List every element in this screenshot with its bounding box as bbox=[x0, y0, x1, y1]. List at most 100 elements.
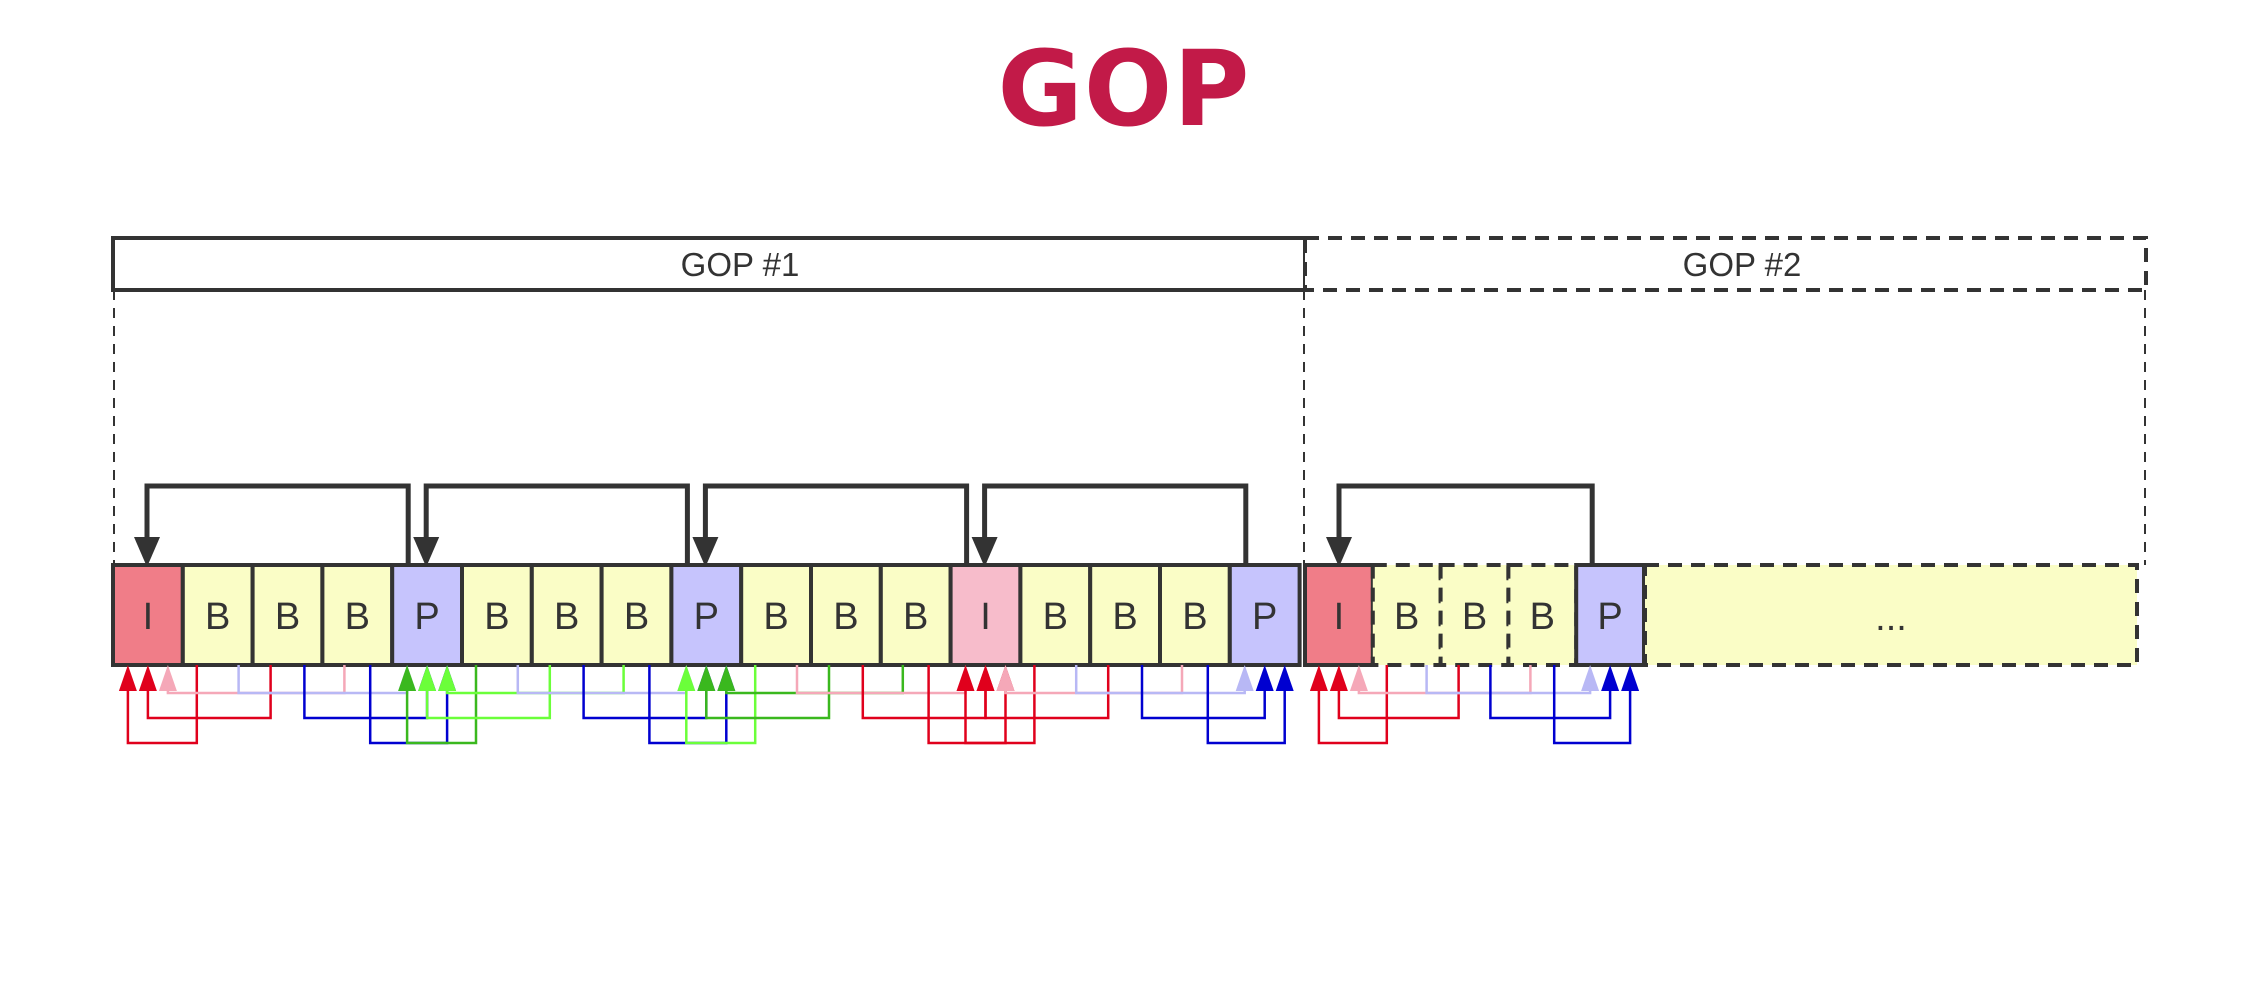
reference-line-3 bbox=[158, 665, 346, 695]
frame-p-5: P bbox=[390, 563, 465, 667]
reference-line-22 bbox=[1074, 665, 1254, 695]
reference-line-1 bbox=[118, 665, 199, 745]
reference-line-28 bbox=[1425, 665, 1600, 695]
frame-box bbox=[809, 563, 883, 667]
reference-path bbox=[1317, 665, 1389, 745]
reference-path bbox=[705, 665, 831, 720]
frame-type-label: I bbox=[143, 596, 154, 638]
arrow-head-icon bbox=[134, 537, 160, 567]
reference-arrow-icon bbox=[697, 665, 716, 691]
frame-type-label: B bbox=[554, 596, 579, 638]
reference-arrow-icon bbox=[138, 665, 157, 691]
frame-b-21: B bbox=[1506, 563, 1579, 667]
reference-line-29 bbox=[1489, 665, 1620, 720]
frame-box bbox=[878, 563, 953, 667]
frame-b-7: B bbox=[529, 563, 604, 667]
reference-path bbox=[166, 665, 346, 695]
reference-path bbox=[1552, 665, 1632, 745]
reference-line-9 bbox=[438, 665, 625, 695]
reference-path bbox=[445, 665, 625, 695]
reference-lines bbox=[118, 665, 1640, 745]
prediction-arcs bbox=[134, 483, 1595, 567]
frame-b-2: B bbox=[180, 563, 255, 667]
reference-line-19 bbox=[956, 665, 1036, 745]
frame-box bbox=[460, 563, 534, 667]
reference-arrow-icon bbox=[976, 665, 995, 691]
frame-p-9: P bbox=[669, 563, 744, 667]
reference-arrow-icon bbox=[677, 665, 696, 691]
reference-arrow-icon bbox=[1235, 665, 1254, 691]
frame-type-label: P bbox=[1252, 596, 1277, 638]
frame-box bbox=[390, 563, 465, 667]
arrow-head-icon bbox=[971, 537, 998, 567]
frame-b-8: B bbox=[599, 563, 674, 667]
reference-arrow-icon bbox=[1255, 665, 1274, 691]
gop-guides bbox=[113, 290, 2146, 565]
frame-type-label: P bbox=[1597, 596, 1622, 638]
frame-type-label: I bbox=[980, 596, 991, 638]
reference-path bbox=[425, 665, 552, 720]
frame-p-17: P bbox=[1227, 563, 1302, 667]
reference-line-15 bbox=[717, 665, 905, 695]
gop-2-bar bbox=[1303, 236, 2148, 292]
reference-path bbox=[964, 665, 1036, 745]
reference-path bbox=[146, 665, 272, 720]
reference-path bbox=[685, 665, 757, 745]
frame-box bbox=[599, 563, 674, 667]
reference-path bbox=[1489, 665, 1612, 720]
frame-b-11: B bbox=[809, 563, 883, 667]
frame-type-label: B bbox=[205, 596, 230, 638]
reference-line-4 bbox=[237, 665, 417, 695]
frame-b-15: B bbox=[1088, 563, 1162, 667]
reference-line-10 bbox=[516, 665, 696, 695]
frame-box bbox=[1370, 563, 1443, 667]
prediction-arc-2 bbox=[423, 483, 690, 565]
reference-line-13 bbox=[677, 665, 757, 745]
gop-1-bar bbox=[111, 236, 1307, 292]
reference-line-16 bbox=[795, 665, 975, 695]
reference-line-27 bbox=[1349, 665, 1532, 695]
reference-path bbox=[1357, 665, 1532, 695]
tail-frames-box bbox=[1643, 563, 2139, 667]
reference-path bbox=[516, 665, 688, 695]
reference-line-26 bbox=[1329, 665, 1460, 720]
reference-arrow-icon bbox=[1581, 665, 1600, 691]
frame-p-22: P bbox=[1574, 563, 1646, 667]
reference-arrow-icon bbox=[438, 665, 457, 691]
frame-i-18: I bbox=[1303, 563, 1375, 667]
reference-arrow-icon bbox=[158, 665, 177, 691]
reference-arrow-icon bbox=[1309, 665, 1328, 691]
frame-b-16: B bbox=[1158, 563, 1232, 667]
frame-type-label: B bbox=[1182, 596, 1207, 638]
arrow-head-icon bbox=[413, 537, 440, 567]
reference-arrow-icon bbox=[1275, 665, 1294, 691]
reference-path bbox=[1206, 665, 1286, 745]
prediction-arc-5 bbox=[1336, 483, 1595, 565]
reference-line-20 bbox=[976, 665, 1110, 720]
reference-line-2 bbox=[138, 665, 272, 720]
reference-path bbox=[1004, 665, 1184, 695]
frame-b-19: B bbox=[1370, 563, 1443, 667]
tail-frames: ... bbox=[1643, 563, 2139, 667]
prediction-arc-1 bbox=[144, 483, 411, 565]
prediction-arc-3 bbox=[702, 483, 970, 565]
frame-type-label: P bbox=[414, 596, 439, 638]
reference-line-8 bbox=[418, 665, 552, 720]
gop-2-label: GOP #2 bbox=[1683, 246, 1802, 283]
frame-type-label: B bbox=[624, 596, 649, 638]
gop-bars: GOP #1 GOP #2 bbox=[111, 236, 2148, 292]
reference-arrow-icon bbox=[1329, 665, 1348, 691]
reference-line-30 bbox=[1552, 665, 1640, 745]
reference-arrow-icon bbox=[1349, 665, 1368, 691]
frame-type-label: B bbox=[1394, 596, 1419, 638]
frame-b-14: B bbox=[1018, 563, 1093, 667]
page-title: GOP bbox=[997, 28, 1251, 150]
reference-path bbox=[1140, 665, 1266, 720]
arrow-head-icon bbox=[692, 537, 719, 567]
frame-b-20: B bbox=[1438, 563, 1511, 667]
reference-arrow-icon bbox=[398, 665, 417, 691]
gop-1-label: GOP #1 bbox=[681, 246, 800, 283]
frame-box bbox=[948, 563, 1023, 667]
reference-arrow-icon bbox=[1621, 665, 1640, 691]
